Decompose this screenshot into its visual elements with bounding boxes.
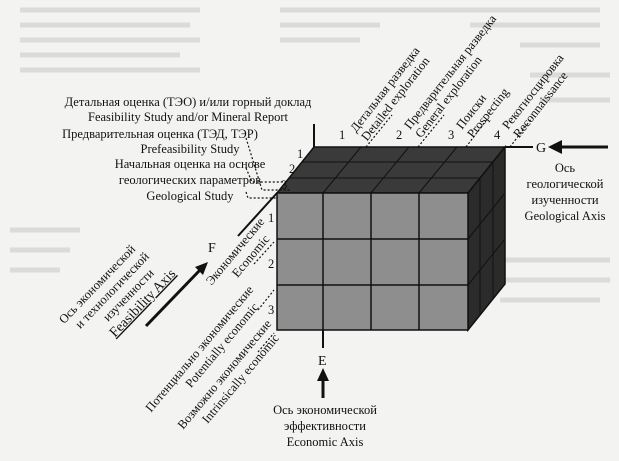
label-detailed-ru: Детальная оценка (ТЭО) и/или горный докл… bbox=[65, 95, 312, 109]
label-geo-ru-2: геологических параметров bbox=[119, 173, 261, 187]
g-axis-en: Geological Axis bbox=[525, 209, 606, 223]
g-axis-ru-2: геологической bbox=[527, 177, 604, 191]
g-level-3: 3 bbox=[448, 128, 454, 142]
f-axis-line bbox=[237, 192, 278, 237]
e-level-3: 3 bbox=[268, 303, 274, 317]
cube-top-grid bbox=[289, 146, 493, 194]
e-leader-lines bbox=[253, 241, 275, 353]
g-axis-ru-1: Ось bbox=[555, 161, 576, 175]
g-axis-ru-3: изученности bbox=[531, 193, 598, 207]
f-level-1: 1 bbox=[297, 147, 303, 161]
label-detailed-en: Feasibility Study and/or Mineral Report bbox=[88, 110, 289, 124]
background-texture bbox=[10, 7, 610, 303]
e-arrow-icon bbox=[317, 368, 329, 398]
f-level-2: 2 bbox=[289, 162, 295, 176]
e-axis-en: Economic Axis bbox=[287, 435, 364, 449]
e-level-1: 1 bbox=[268, 211, 274, 225]
e-level-2: 2 bbox=[268, 257, 274, 271]
f-level-3: 3 bbox=[281, 178, 287, 192]
g-level-1: 1 bbox=[339, 128, 345, 142]
cube-right-grid bbox=[467, 162, 506, 315]
top-leader-lines bbox=[365, 114, 533, 148]
e-axis-ru-1: Ось экономической bbox=[273, 403, 377, 417]
cube-top-face bbox=[275, 146, 507, 194]
cube-front-face bbox=[276, 192, 469, 331]
g-arrow-icon bbox=[548, 140, 608, 154]
leader-line-1 bbox=[245, 137, 290, 191]
label-prefeas-en: Prefeasibility Study bbox=[141, 142, 241, 156]
g-level-4: 4 bbox=[494, 128, 501, 142]
label-geo-en: Geological Study bbox=[146, 189, 234, 203]
cube-front-grid bbox=[277, 193, 468, 330]
f-arrow-icon bbox=[144, 262, 208, 328]
leader-line-2 bbox=[245, 167, 285, 183]
label-prefeas-ru: Предварительная оценка (ТЭД, ТЭР) bbox=[62, 127, 258, 141]
e-axis-letter: E bbox=[318, 354, 327, 369]
f-axis-letter: F bbox=[208, 241, 216, 256]
e-axis-ru-2: эффективности bbox=[284, 419, 366, 433]
g-axis-letter: G bbox=[536, 141, 546, 156]
label-geo-ru-1: Начальная оценка на основе bbox=[115, 157, 266, 171]
g-level-2: 2 bbox=[396, 128, 402, 142]
